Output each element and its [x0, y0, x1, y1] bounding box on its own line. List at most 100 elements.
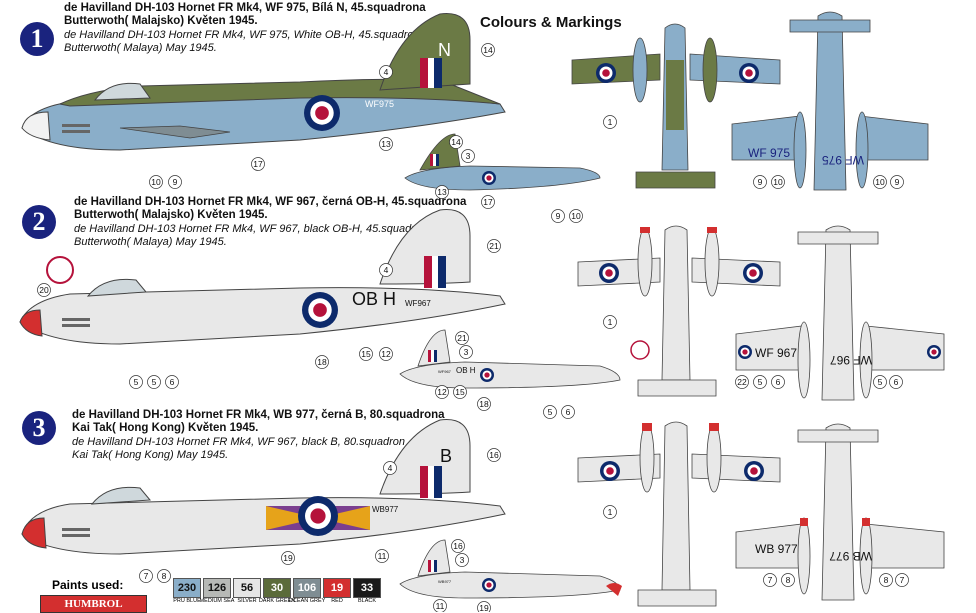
scheme-1-side-view: [21, 13, 506, 151]
callout-number: 15: [455, 387, 465, 397]
s2-under-right: WF 967: [830, 353, 872, 367]
callout-s3: 11: [375, 549, 389, 563]
callout-number: 21: [457, 333, 467, 343]
paint-code: 126: [203, 578, 231, 598]
callout-number: 5: [134, 377, 139, 387]
scheme-3-title-en: de Havilland DH-103 Hornet FR Mk4, WF 96…: [72, 436, 406, 448]
callout-number: 8: [162, 571, 167, 581]
callout-number: 13: [437, 187, 447, 197]
callout-number: 3: [466, 151, 471, 161]
scheme-3-top-view: [577, 421, 781, 607]
callout-number: 7: [768, 575, 773, 585]
s2-under-left: WF 967: [755, 346, 797, 360]
callout-s1: 17: [251, 157, 265, 171]
humbrol-logo: HUMBROL: [40, 595, 147, 613]
callout-s2: 4: [379, 263, 393, 277]
s2-code: OB H: [352, 289, 396, 309]
callout-s3: 19: [281, 551, 295, 565]
callout-s3: 7: [895, 573, 909, 587]
paint-name: DARK GREEN: [258, 598, 296, 604]
scheme-3-side-view: [21, 419, 506, 555]
callout-s1: 10: [149, 175, 163, 189]
callout-number: 14: [483, 45, 493, 55]
callout-number: 19: [479, 603, 489, 612]
scheme-1-number: 1: [20, 22, 54, 56]
callout-s2: 18: [477, 397, 491, 411]
callout-s3: 19: [477, 601, 491, 612]
callout-s1: 17: [481, 195, 495, 209]
callout-number: 10: [151, 177, 161, 187]
paints-label: Paints used:: [52, 578, 124, 592]
callout-s1: 10: [873, 175, 887, 189]
callout-s3: 7: [763, 573, 777, 587]
sheet-heading: Colours & Markings: [480, 14, 622, 31]
scheme-2-place-en: Butterwoth( Malaya) May 1945.: [74, 236, 227, 248]
s3-under-left: WB 977: [755, 542, 798, 556]
callout-number: 5: [758, 377, 763, 387]
scheme-1-top-view: [571, 23, 781, 189]
callout-number: 5: [878, 377, 883, 387]
scheme-3-small-side-view: [399, 539, 622, 599]
callout-number: 9: [173, 177, 178, 187]
callout-s2: 5: [129, 375, 143, 389]
callout-s3: 8: [781, 573, 795, 587]
callout-number: 4: [384, 67, 389, 77]
s1-serial: WF975: [365, 99, 394, 109]
callout-s2: 6: [771, 375, 785, 389]
callout-number: 11: [436, 601, 445, 611]
paint-name: RED: [331, 598, 343, 604]
scheme-1-place-en: Butterwoth( Malaya) May 1945.: [64, 42, 217, 54]
callout-number: 5: [548, 407, 553, 417]
callout-s1: 10: [771, 175, 785, 189]
callout-number: 5: [152, 377, 157, 387]
callout-s3: 1: [603, 505, 617, 519]
callout-number: 3: [460, 555, 465, 565]
callout-number: 14: [451, 137, 461, 147]
s2-serial: WF967: [405, 299, 431, 308]
callout-number: 6: [566, 407, 571, 417]
callout-number: 8: [884, 575, 889, 585]
callout-s2: 12: [379, 347, 393, 361]
callout-s3: 16: [451, 539, 465, 553]
paint-code: 19: [323, 578, 351, 598]
scheme-2-top-view: [577, 225, 781, 397]
callout-s2: 22: [735, 375, 749, 389]
callout-s3: 11: [433, 599, 447, 612]
paint-code: 56: [233, 578, 261, 598]
s3-small-serial: WB977: [438, 579, 452, 584]
callout-number: 16: [489, 450, 499, 460]
callout-s2: 6: [561, 405, 575, 419]
callout-s1: 9: [890, 175, 904, 189]
callout-number: 6: [170, 377, 175, 387]
s1-under-left: WF 975: [748, 146, 790, 160]
callout-number: 1: [608, 317, 613, 327]
callout-s2: 5: [873, 375, 887, 389]
callout-s2: 6: [165, 375, 179, 389]
callout-s2: 5: [543, 405, 557, 419]
callout-number: 9: [556, 211, 561, 221]
callout-s2: 12: [435, 385, 449, 399]
callout-s2: 18: [315, 355, 329, 369]
callout-s3: 3: [455, 553, 469, 567]
callout-s1: 9: [551, 209, 565, 223]
paint-name: OCEAN GREY: [288, 598, 326, 604]
callout-number: 18: [479, 399, 489, 409]
scheme-3-place-cz: Kai Tak( Hong Kong) Květen 1945.: [72, 422, 259, 434]
callout-s1: 13: [379, 137, 393, 151]
callout-s3: 4: [383, 461, 397, 475]
callout-number: 10: [773, 177, 783, 187]
callout-number: 7: [144, 571, 149, 581]
callout-s2: 20: [37, 283, 51, 297]
callout-s1: 9: [168, 175, 182, 189]
callout-number: 19: [283, 553, 293, 563]
scheme-3-number: 3: [22, 411, 56, 445]
callout-s3: 8: [157, 569, 171, 583]
paint-code: 230: [173, 578, 201, 598]
scheme-1-bottom-view: [731, 11, 929, 191]
callout-number: 3: [464, 347, 469, 357]
